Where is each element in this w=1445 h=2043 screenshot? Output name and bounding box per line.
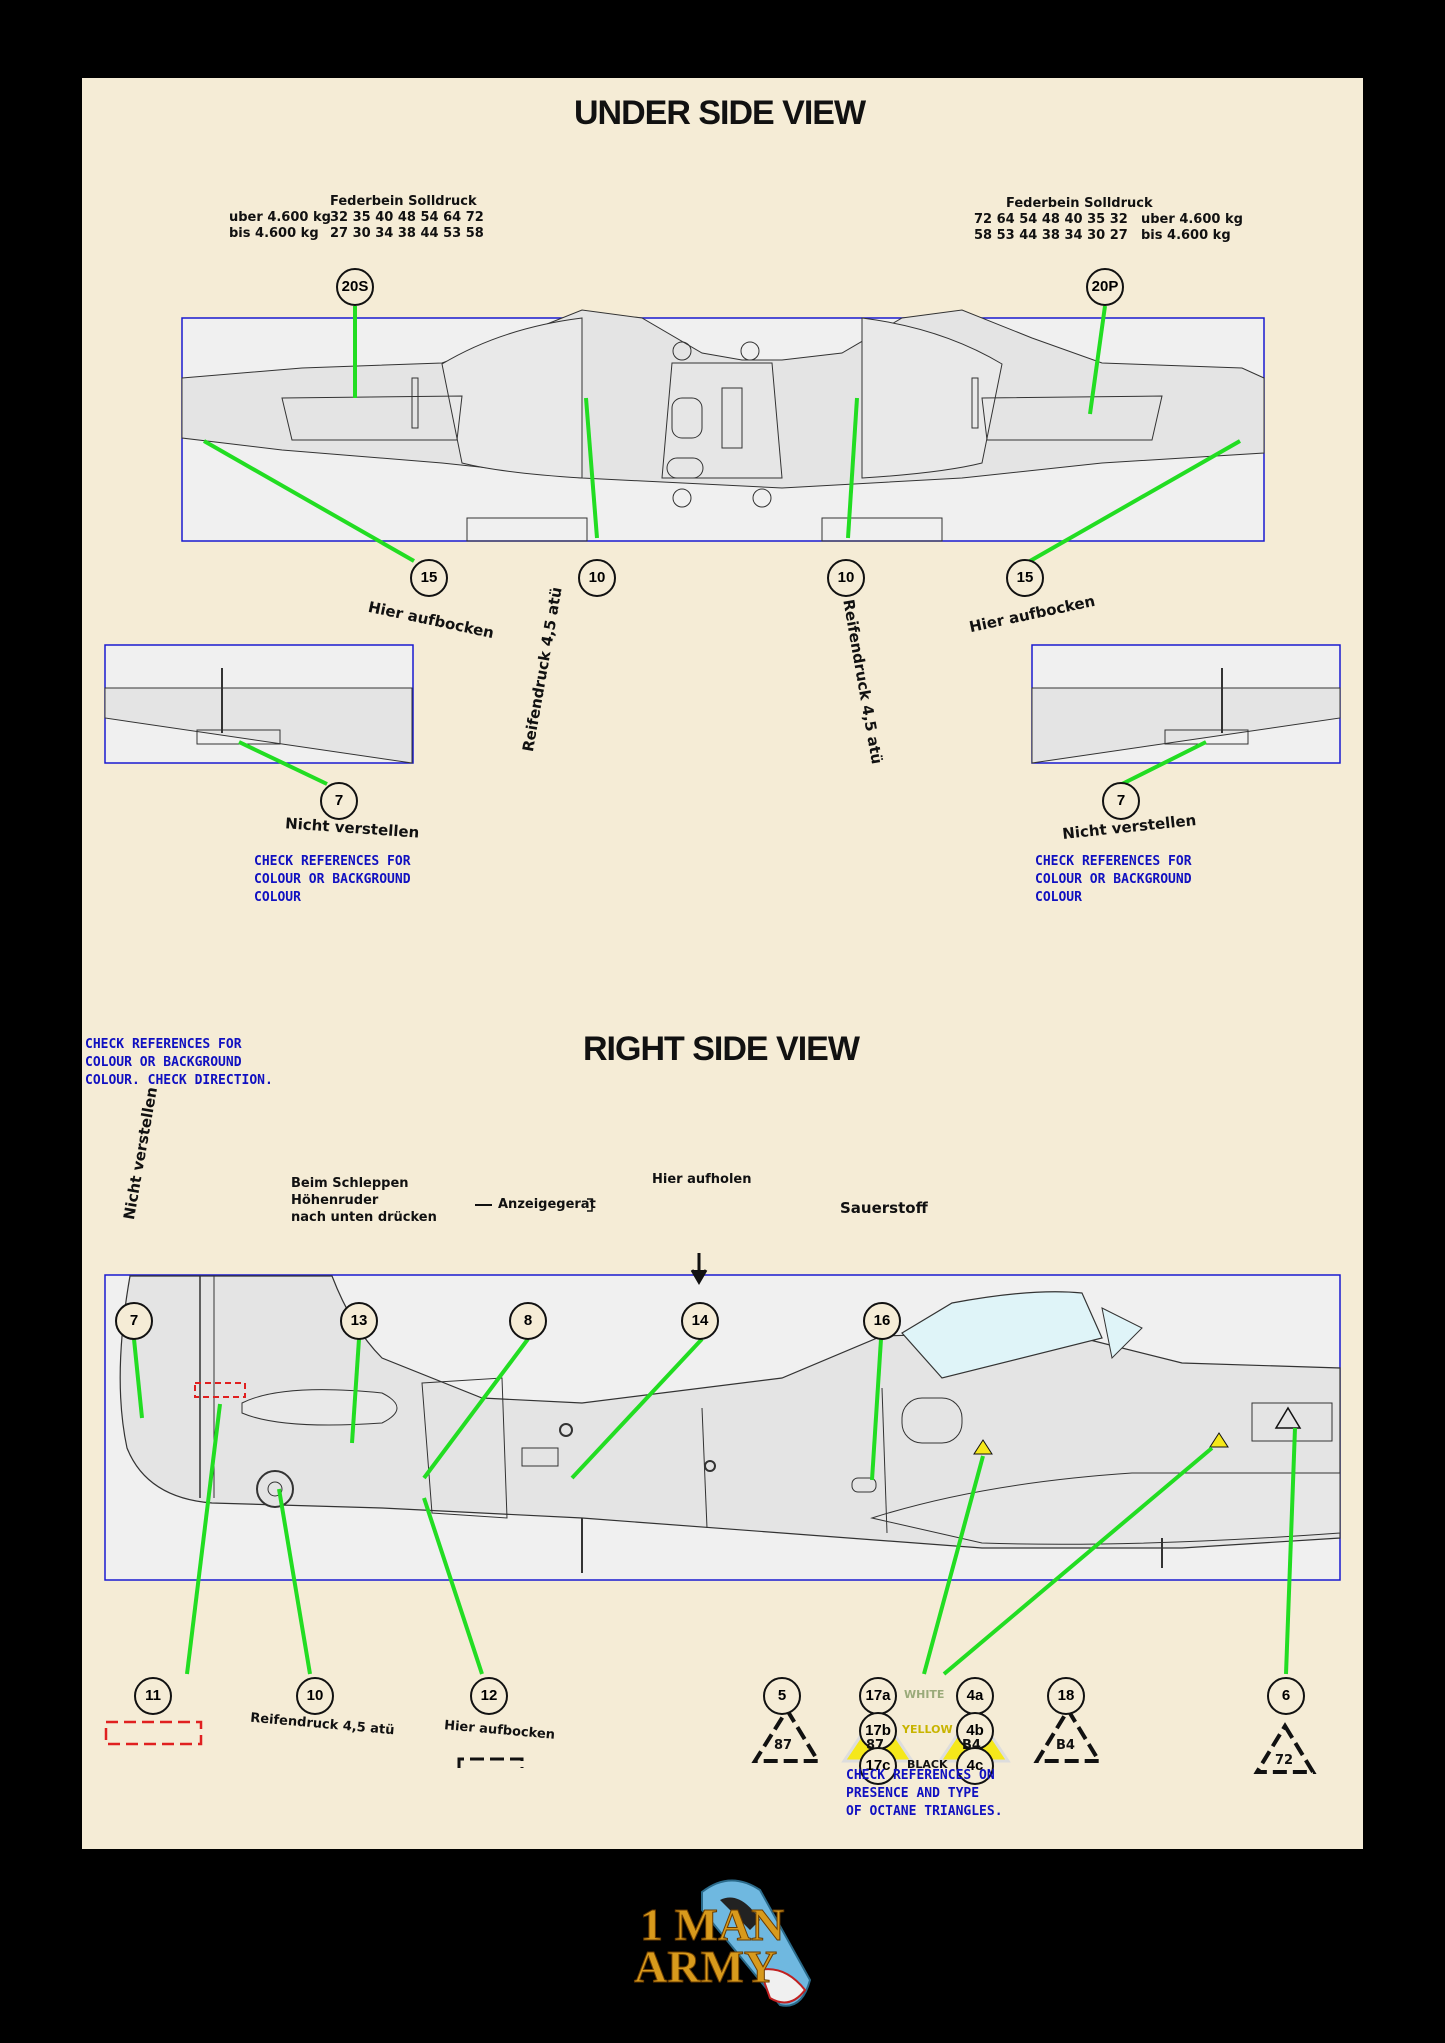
marker-15-left: 15	[410, 559, 448, 597]
down-arrow-icon	[690, 1253, 708, 1285]
marker-4c: 4c	[956, 1747, 994, 1785]
underside-leaders	[203, 305, 1241, 786]
note-octane: CHECK REFERENCES ON PRESENCE AND TYPE OF…	[846, 1768, 1003, 1819]
marker-4a: 4a	[956, 1677, 994, 1715]
marker-12: 12	[470, 1677, 508, 1715]
logo-line1: 1 MAN	[639, 1899, 785, 1950]
anzeigegerat-label: Anzeigegerat	[498, 1197, 596, 1212]
right-table-row1-values: 72 64 54 48 40 35 32	[974, 212, 1128, 227]
legend-yellow: YELLOW	[902, 1723, 953, 1736]
aircraft-drawings	[104, 305, 1341, 1774]
marker-20s: 20S	[336, 268, 374, 306]
marker-7-left: 7	[320, 782, 358, 820]
marker-14: 14	[681, 1302, 719, 1340]
logo-line2: ARMY	[633, 1941, 778, 1992]
marker-18: 18	[1047, 1677, 1085, 1715]
side-leaders	[132, 1337, 1297, 1676]
triangle-b4-yellow-label: B4	[962, 1738, 981, 1753]
marker-7-side: 7	[115, 1302, 153, 1340]
legend-black: BLACK	[907, 1758, 948, 1771]
note-side-top: CHECK REFERENCES FOR COLOUR OR BACKGROUN…	[85, 1037, 273, 1088]
side-view-drawing	[104, 1274, 1341, 1581]
sauerstoff-label: Sauerstoff	[840, 1199, 928, 1217]
underside-detail-left	[104, 644, 414, 764]
right-table-row1-label: uber 4.600 kg	[1141, 212, 1243, 227]
triangle-72-label: 72	[1275, 1753, 1294, 1768]
left-table-row1-values: 32 35 40 48 54 64 72	[330, 210, 484, 225]
right-table-row2-values: 58 53 44 38 34 30 27	[974, 228, 1128, 243]
left-table-row2-label: bis 4.600 kg	[229, 226, 319, 241]
left-table-row2-values: 27 30 34 38 44 53 58	[330, 226, 484, 241]
right-table-row2-label: bis 4.600 kg	[1141, 228, 1231, 243]
legend-white: WHITE	[904, 1688, 945, 1701]
right-table-heading: Federbein Solldruck	[1006, 196, 1153, 211]
left-table-heading: Federbein Solldruck	[330, 194, 477, 209]
underside-title: UNDER SIDE VIEW	[574, 94, 866, 132]
marker-13: 13	[340, 1302, 378, 1340]
marker-8: 8	[509, 1302, 547, 1340]
logo-emblem-icon	[701, 1879, 812, 2007]
triangle-b4-outline-label: B4	[1056, 1738, 1075, 1753]
marker-10-left: 10	[578, 559, 616, 597]
marker-7-right: 7	[1102, 782, 1140, 820]
octane-triangles	[751, 1706, 1317, 1774]
marker-5: 5	[763, 1677, 801, 1715]
beim-schleppen-label: Beim Schleppen Höhenruder nach unten drü…	[291, 1176, 437, 1225]
marker-10-right: 10	[827, 559, 865, 597]
marker-15-right: 15	[1006, 559, 1044, 597]
marker-17c: 17c	[859, 1747, 897, 1785]
underside-detail-right	[1031, 644, 1341, 764]
left-table-row1-label: uber 4.600 kg	[229, 210, 331, 225]
aufbocken-bracket	[457, 1757, 524, 1768]
decal-placement-sheet: UNDER SIDE VIEW Federbein Solldruck uber…	[82, 78, 1363, 1849]
marker-11: 11	[134, 1677, 172, 1715]
marker-4b: 4b	[956, 1712, 994, 1750]
red-dashed-marker	[104, 1720, 203, 1746]
marker-20p: 20P	[1086, 268, 1124, 306]
marker-6: 6	[1267, 1677, 1305, 1715]
triangle-87-yellow-label: 87	[866, 1738, 885, 1753]
side-title: RIGHT SIDE VIEW	[583, 1030, 860, 1068]
marker-10-side: 10	[296, 1677, 334, 1715]
hier-aufholen-label: Hier aufholen	[652, 1172, 752, 1187]
triangle-87-outline-label: 87	[774, 1738, 793, 1753]
marker-16: 16	[863, 1302, 901, 1340]
underside-view-drawing	[181, 309, 1265, 542]
marker-17a: 17a	[859, 1677, 897, 1715]
note-under-right: CHECK REFERENCES FOR COLOUR OR BACKGROUN…	[1035, 854, 1192, 905]
note-under-left: CHECK REFERENCES FOR COLOUR OR BACKGROUN…	[254, 854, 411, 905]
